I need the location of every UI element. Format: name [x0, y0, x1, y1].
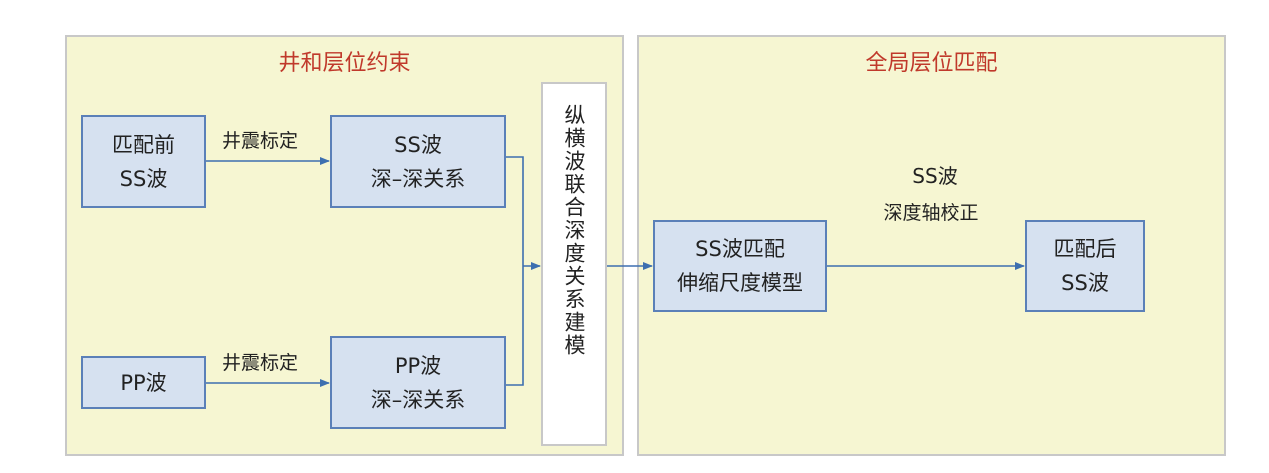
- connector-pp-depth: [506, 266, 524, 386]
- box-ss-after-line1: 匹配后: [1053, 237, 1117, 261]
- box-model-line2: 伸缩尺度模型: [677, 271, 803, 295]
- box-ss-before-line1: 匹配前: [112, 132, 175, 157]
- box-ss-after-match: 匹配后 SS波: [1025, 220, 1145, 312]
- joint-depth-modeling-column: 纵横波联合深度关系建模: [541, 82, 607, 446]
- label-depth-axis-correction: 深度轴校正: [883, 202, 979, 224]
- label-calibration-top: 井震标定: [222, 130, 299, 152]
- box-ss-before-match: 匹配前 SS波: [81, 115, 206, 208]
- left-panel-title: 井和层位约束: [278, 51, 411, 76]
- box-ss-depth-line2: 深–深关系: [370, 166, 466, 191]
- joint-column-text: 纵横波联合深度关系建模: [562, 104, 586, 357]
- box-pp-depth-line1: PP波: [394, 353, 442, 378]
- label-calibration-bottom: 井震标定: [222, 352, 299, 374]
- box-ss-depth-relation: SS波 深–深关系: [330, 115, 506, 208]
- box-pp-depth-line2: 深–深关系: [370, 387, 466, 412]
- label-ss-wave: SS波: [912, 164, 958, 188]
- box-ss-depth-line1: SS波: [394, 132, 442, 157]
- box-pp: PP波: [81, 356, 206, 409]
- right-panel-title: 全局层位匹配: [865, 51, 998, 76]
- box-pp-line1: PP波: [120, 370, 167, 395]
- connector-ss-depth: [506, 156, 524, 266]
- box-model-line1: SS波匹配: [695, 237, 785, 261]
- box-ss-before-line2: SS波: [119, 166, 168, 191]
- box-stretch-scale-model: SS波匹配 伸缩尺度模型: [653, 220, 827, 312]
- box-pp-depth-relation: PP波 深–深关系: [330, 336, 506, 429]
- box-ss-after-line2: SS波: [1061, 271, 1109, 295]
